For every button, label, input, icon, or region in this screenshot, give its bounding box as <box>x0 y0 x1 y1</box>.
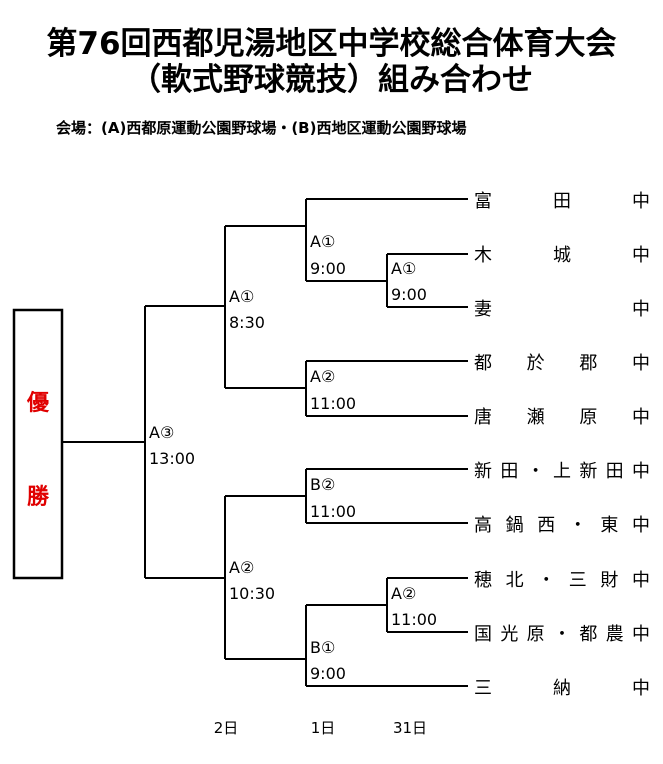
game-qf1-field: A① <box>310 232 335 251</box>
game-qf1-time: 9:00 <box>310 259 346 278</box>
game-sf2-time: 10:30 <box>229 584 275 603</box>
team-7-char-1: 高 <box>474 515 492 536</box>
team-9-char-3: 原 <box>527 624 545 645</box>
team-6-char-4: 上 <box>553 461 571 482</box>
game-sf1-time: 8:30 <box>229 313 265 332</box>
team-7-char-2: 鍋 <box>506 515 524 536</box>
team-7-char-3: 西 <box>537 515 555 536</box>
team-5-char-4: 中 <box>632 407 650 428</box>
team-3-char-1: 妻 <box>474 299 492 320</box>
game-r1a-time: 9:00 <box>391 285 427 304</box>
page-title-line1: 第76回西都児湯地区中学校総合体育大会 <box>46 26 617 62</box>
team-5-char-3: 原 <box>579 407 597 428</box>
team-6-char-7: 中 <box>632 461 650 482</box>
game-final-field: A③ <box>149 423 174 442</box>
game-qf3-field: B② <box>310 475 335 494</box>
team-4-char-4: 中 <box>632 353 650 374</box>
team-8-char-1: 穂 <box>474 570 492 591</box>
team-9-char-1: 国 <box>474 624 492 645</box>
team-2-char-1: 木 <box>474 245 492 266</box>
team-10-char-2: 納 <box>553 678 571 699</box>
team-6-char-2: 田 <box>500 461 518 482</box>
team-7-char-6: 中 <box>632 515 650 536</box>
team-1-char-3: 中 <box>632 191 650 212</box>
team-6-char-6: 田 <box>606 461 624 482</box>
winner-char-2: 勝 <box>27 485 50 510</box>
game-qf3-time: 11:00 <box>310 502 356 521</box>
team-10-char-1: 三 <box>474 678 492 699</box>
winner-char-1: 優 <box>26 391 50 416</box>
game-r1b-field: A② <box>391 584 416 603</box>
day-label-mid: 1日 <box>311 719 336 737</box>
team-9-char-7: 中 <box>632 624 650 645</box>
team-10-char-3: 中 <box>632 678 650 699</box>
game-r1a-field: A① <box>391 259 416 278</box>
team-8-char-2: 北 <box>506 570 524 591</box>
team-8-char-4: 三 <box>569 570 587 591</box>
game-qf2-time: 11:00 <box>310 394 356 413</box>
game-sf2-field: A② <box>229 558 254 577</box>
team-4-char-2: 於 <box>527 353 545 374</box>
team-9-char-2: 光 <box>500 624 518 645</box>
venue-text: 会場：(A)西都原運動公園野球場・(B)西地区運動公園野球場 <box>56 119 467 137</box>
team-3-char-2: 中 <box>632 299 650 320</box>
team-9-char-6: 農 <box>606 624 624 645</box>
team-4-char-3: 郡 <box>579 353 597 374</box>
team-6-char-3: ・ <box>527 461 545 482</box>
day-label-final: 2日 <box>214 719 239 737</box>
team-list: 富田中木城中妻中都於郡中唐瀬原中新田・上新田中高鍋西・東中穂北・三財中国光原・都… <box>474 191 650 699</box>
team-9-char-4: ・ <box>553 624 571 645</box>
game-qf2-field: A② <box>310 367 335 386</box>
team-4-char-1: 都 <box>474 353 492 374</box>
team-6-char-5: 新 <box>579 461 597 482</box>
winner-box <box>12 308 64 580</box>
team-6-char-1: 新 <box>474 461 492 482</box>
day-label-first: 31日 <box>393 719 427 737</box>
team-2-char-2: 城 <box>553 245 571 266</box>
team-7-char-5: 東 <box>600 515 618 536</box>
team-1-char-1: 富 <box>474 191 492 212</box>
team-8-char-3: ・ <box>537 570 555 591</box>
team-8-char-6: 中 <box>632 570 650 591</box>
team-5-char-1: 唐 <box>474 407 492 428</box>
team-8-char-5: 財 <box>600 570 618 591</box>
team-5-char-2: 瀬 <box>527 407 545 428</box>
team-2-char-3: 中 <box>632 245 650 266</box>
game-r1b-time: 11:00 <box>391 610 437 629</box>
page-title-line2: （軟式野球競技）組み合わせ <box>130 62 533 98</box>
game-sf1-field: A① <box>229 287 254 306</box>
bracket-lines <box>62 198 468 687</box>
game-qf4-time: 9:00 <box>310 664 346 683</box>
team-7-char-4: ・ <box>569 515 587 536</box>
game-final-time: 13:00 <box>149 449 195 468</box>
team-1-char-2: 田 <box>553 191 571 212</box>
team-9-char-5: 都 <box>579 624 597 645</box>
game-qf4-field: B① <box>310 638 335 657</box>
